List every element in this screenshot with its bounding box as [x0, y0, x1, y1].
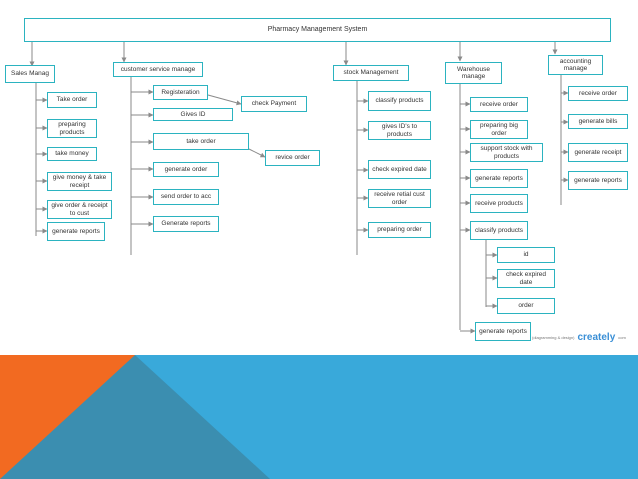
cs-generate-order: generate order — [153, 162, 219, 177]
watermark-subtitle: (diagramming & design) — [532, 335, 575, 340]
acc-generate-bills: generate bills — [568, 114, 628, 129]
branch-accounting: accounting manage — [548, 55, 603, 75]
stock-check-expired: check expired date — [368, 160, 431, 179]
wh-classify-products: classify products — [470, 221, 528, 240]
cs-registeration: Registeration — [153, 85, 208, 100]
sales-give-money: give money & take receipt — [47, 172, 112, 191]
sales-take-order: Take order — [47, 92, 97, 108]
footer-orange-triangle — [0, 355, 135, 479]
root-title: Pharmacy Management System — [24, 18, 611, 42]
wh-sub-id: id — [497, 247, 555, 263]
branch-stock: stock Management — [333, 65, 409, 81]
creately-watermark: (diagramming & design) creately com — [532, 332, 626, 343]
footer-shapes — [0, 355, 638, 479]
watermark-tld: com — [618, 335, 626, 340]
stock-classify-products: classify products — [368, 91, 431, 111]
connector-lines — [29, 42, 569, 334]
cs-gives-id: Gives ID — [153, 108, 233, 121]
wh-generate-reports-2: generate reports — [475, 322, 531, 341]
wh-sub-order: order — [497, 298, 555, 314]
sales-preparing-products: preparing products — [47, 119, 97, 138]
wh-receive-order: receive order — [470, 97, 528, 112]
stock-gives-ids: gives ID's to products — [368, 121, 431, 140]
stock-receive-retail: receive retial cust order — [368, 189, 431, 208]
cs-generate-reports: Generate reports — [153, 216, 219, 232]
branch-warehouse: Warehouse manage — [445, 62, 502, 84]
wh-preparing-big-order: preparing big order — [470, 120, 528, 139]
cs-send-order: send order to acc — [153, 189, 219, 205]
org-chart: Pharmacy Management System Sales Manag T… — [5, 18, 628, 343]
slide-footer — [0, 355, 638, 479]
sales-give-order: give order & receipt to cust — [47, 200, 112, 219]
cs-check-payment: check Payment — [241, 96, 307, 112]
cs-revice-order: revice order — [265, 150, 320, 166]
branch-customer-service: customer service manage — [113, 62, 203, 77]
stock-preparing-order: preparing order — [368, 222, 431, 238]
wh-support-stock: support stock with products — [470, 143, 543, 162]
wh-receive-products: receive products — [470, 194, 528, 213]
acc-generate-reports: generate reports — [568, 171, 628, 190]
acc-receive-order: receive order — [568, 86, 628, 101]
creately-logo: creately — [577, 332, 616, 343]
cs-take-order: take order — [153, 133, 249, 150]
wh-sub-check-expired: check expired date — [497, 269, 555, 288]
sales-generate-reports: generate reports — [47, 222, 105, 241]
sales-take-money: take money — [47, 147, 97, 161]
branch-sales: Sales Manag — [5, 65, 55, 83]
acc-generate-receipt: generate receipt — [568, 143, 628, 162]
wh-generate-reports-1: generate reports — [470, 169, 528, 188]
